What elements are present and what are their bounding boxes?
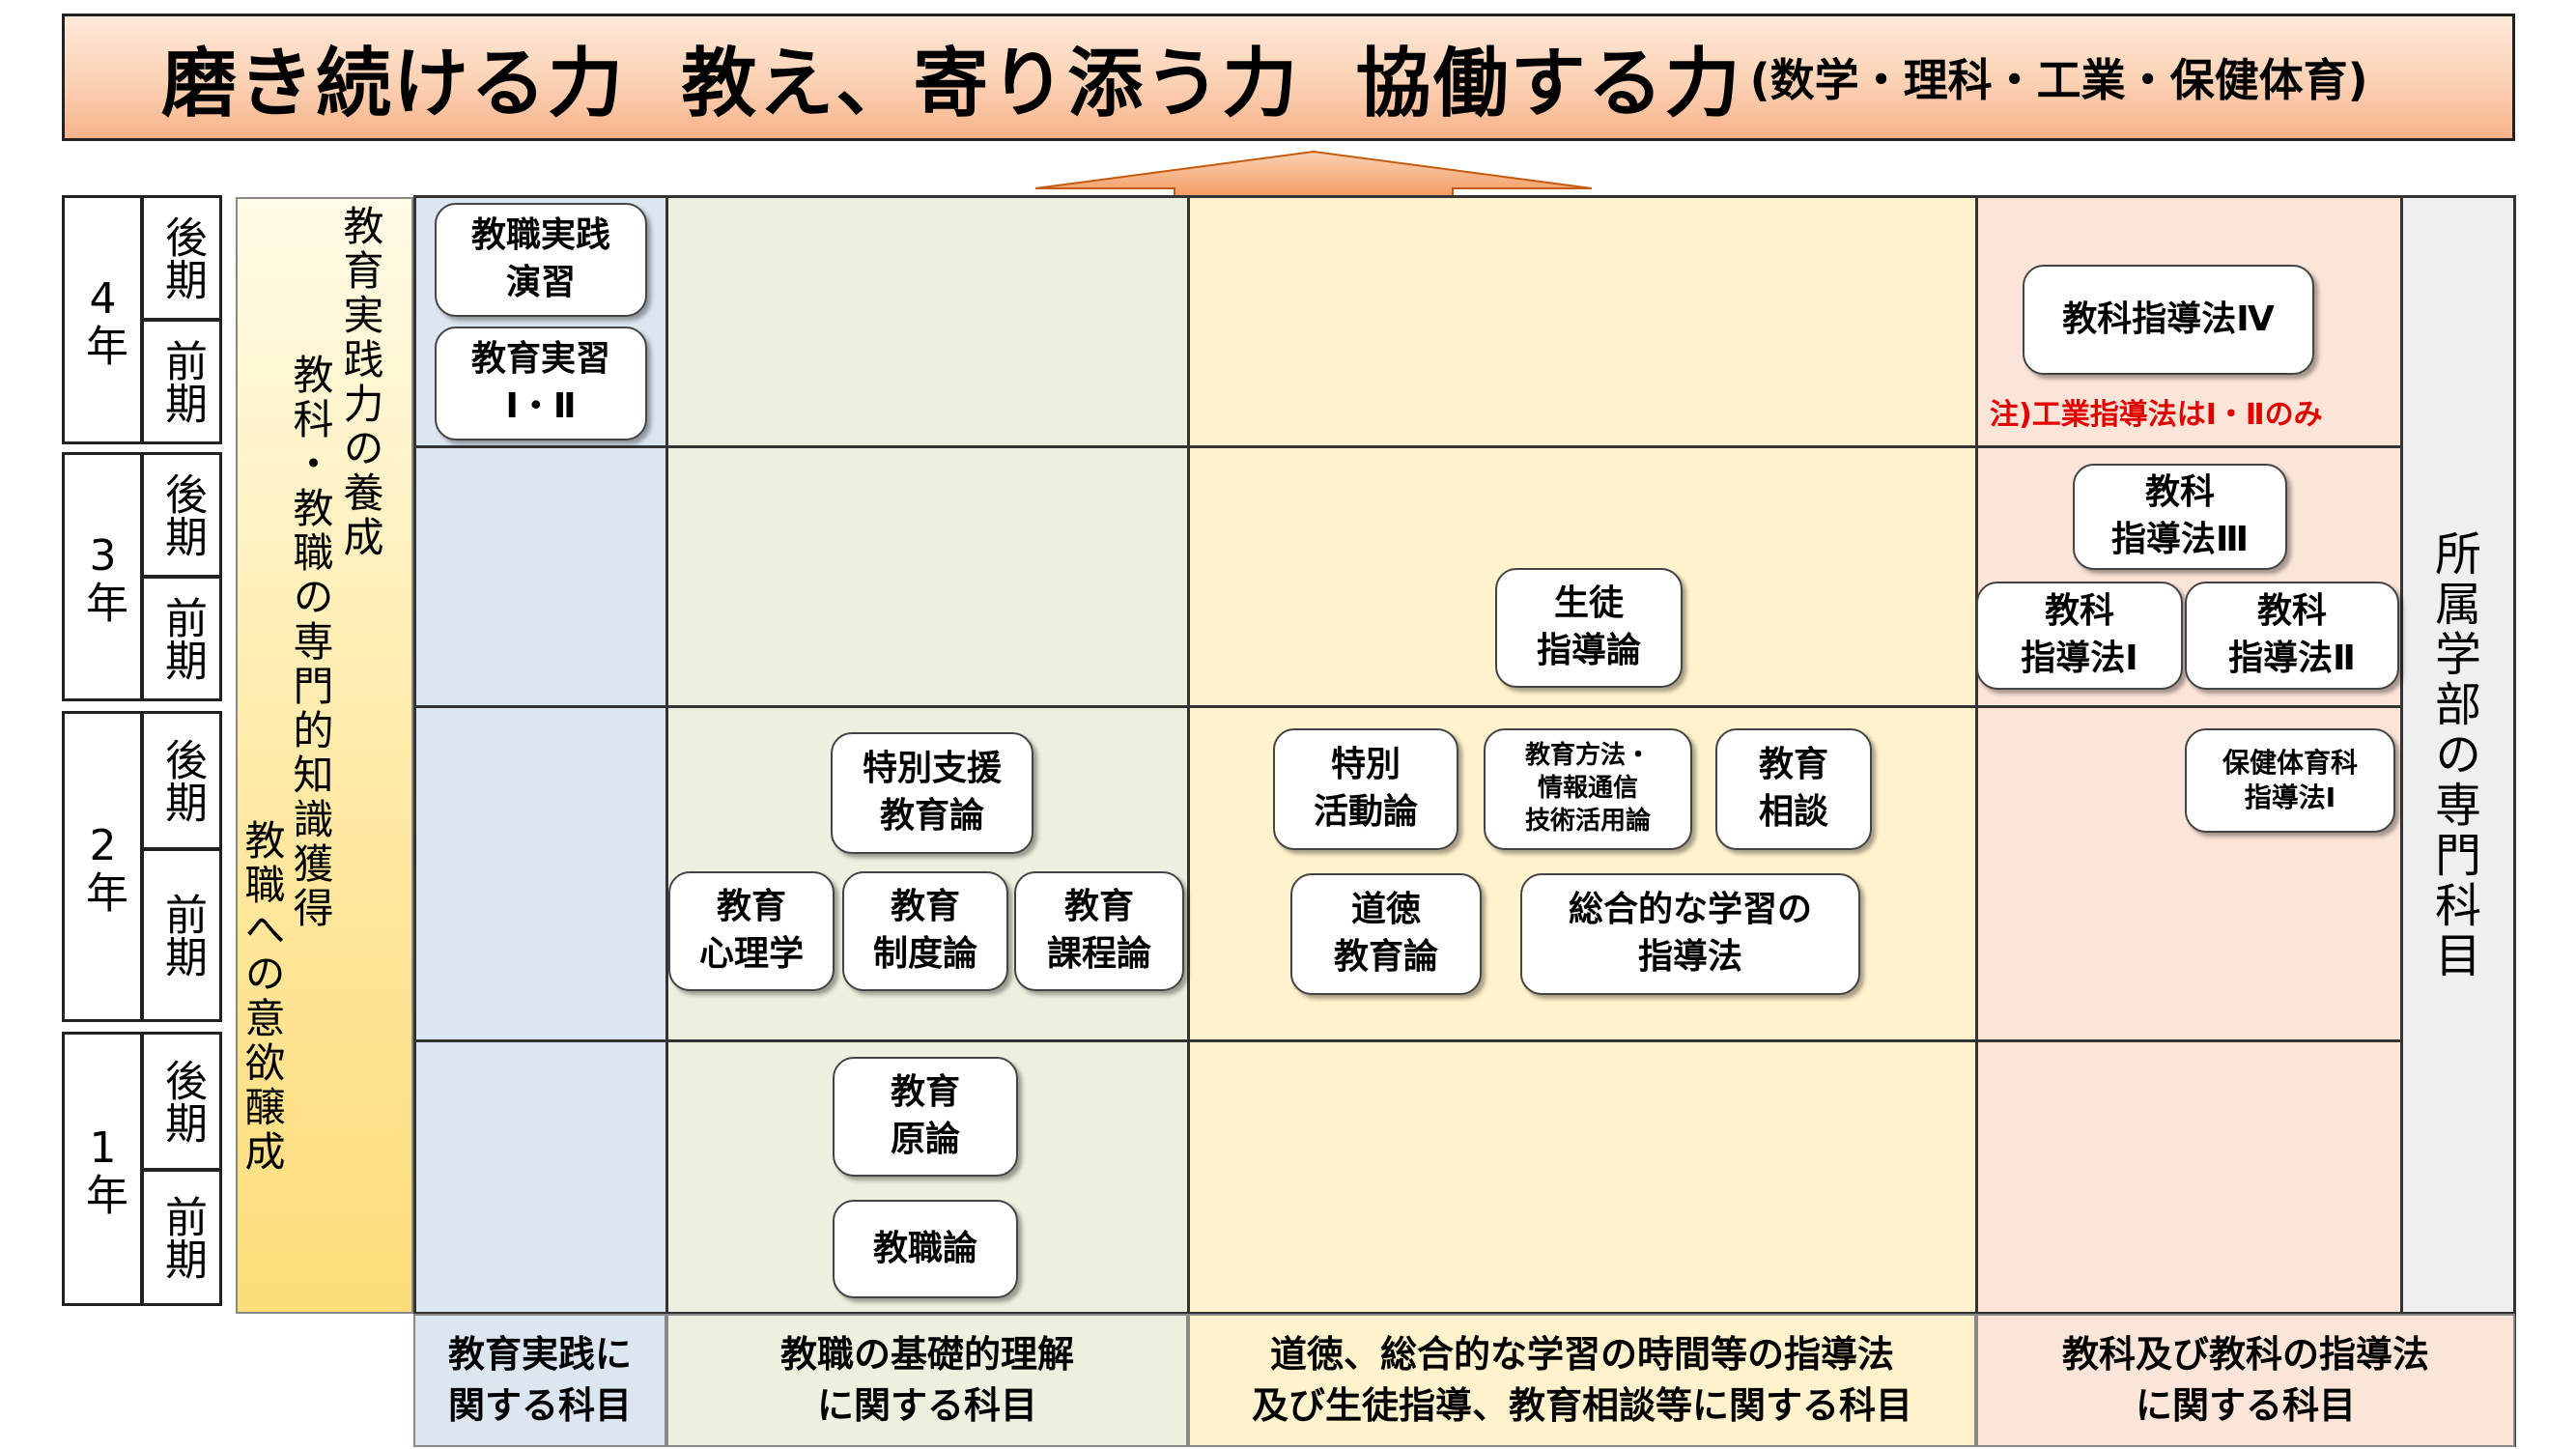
year-3-early: 前期: [141, 576, 222, 701]
grid-line: [1187, 195, 1190, 1314]
grid-line: [413, 195, 2515, 198]
course-kyoiku-sodan: 教育 相談: [1715, 728, 1872, 850]
year-2-early: 前期: [141, 848, 222, 1022]
course-kyoshokuron: 教職論: [833, 1200, 1018, 1298]
course-kyoka-4: 教科指導法Ⅳ: [2023, 265, 2314, 375]
vertical-text-knowledge: 教科・教職の専門的知識獲得: [287, 354, 334, 931]
course-kyoiku-seidoron: 教育 制度論: [842, 871, 1008, 991]
grid-line: [2400, 195, 2403, 1314]
course-kyoiku-genron: 教育 原論: [833, 1057, 1018, 1177]
course-tokubetsu-shien: 特別支援 教育論: [831, 732, 1033, 854]
year-4-late: 後期: [141, 195, 222, 321]
year-4: 4年: [62, 195, 143, 444]
footer-subject: 教科及び教科の指導法 に関する科目: [1976, 1314, 2515, 1447]
vertical-text-practice: 教育実践力の養成: [337, 205, 384, 560]
year-2-late: 後期: [141, 711, 222, 850]
banner-title: 磨き続ける力 教え、寄り添う力 協働する力: [161, 41, 1742, 128]
grid-line: [1975, 195, 1978, 1314]
column-faculty: [2401, 197, 2515, 1314]
year-1-late: 後期: [141, 1032, 222, 1171]
grid-line: [413, 445, 2401, 448]
year-1-early: 前期: [141, 1169, 222, 1306]
grid-line: [413, 705, 2401, 708]
course-kyoiku-jisshu: 教育実習 Ⅰ・Ⅱ: [435, 327, 647, 440]
footer-foundation: 教職の基礎的理解 に関する科目: [666, 1314, 1188, 1447]
course-sogoteki: 総合的な学習の 指導法: [1520, 873, 1860, 995]
motivation-column: [236, 197, 413, 1314]
grid-line: [2513, 195, 2516, 1447]
year-3-late: 後期: [141, 452, 222, 578]
grid-line: [413, 1039, 2401, 1042]
course-kyoshoku-jissen-enshu: 教職実践 演習: [435, 203, 647, 317]
title-banner: 磨き続ける力 教え、寄り添う力 協働する力 (数学・理科・工業・保健体育): [62, 14, 2515, 141]
footer-practice: 教育実践に 関する科目: [413, 1314, 666, 1447]
course-kyoiku-hoho: 教育方法・ 情報通信 技術活用論: [1484, 728, 1692, 850]
course-kyoiku-kateiron: 教育 課程論: [1014, 871, 1184, 991]
vertical-text-motivation: 教職への意欲醸成: [239, 819, 286, 1175]
grid-line: [665, 195, 668, 1314]
course-kyoka-3: 教科 指導法Ⅲ: [2073, 464, 2287, 570]
year-4-early: 前期: [141, 319, 222, 444]
footer-moral: 道徳、総合的な学習の時間等の指導法 及び生徒指導、教育相談等に関する科目: [1188, 1314, 1976, 1447]
course-hoken-taiiku: 保健体育科 指導法Ⅰ: [2185, 728, 2395, 833]
vertical-text-faculty: 所属学部の専門科目: [2426, 529, 2480, 981]
grid-line: [413, 195, 416, 1447]
course-seito-shido: 生徒 指導論: [1495, 568, 1683, 688]
course-dotoku: 道徳 教育論: [1290, 873, 1482, 995]
banner-subtitle: (数学・理科・工業・保健体育): [1749, 54, 2368, 106]
course-kyoka-2: 教科 指導法Ⅱ: [2185, 582, 2399, 690]
note-industry: 注)工業指導法はⅠ・Ⅱのみ: [1990, 398, 2323, 432]
year-2: 2年: [62, 711, 143, 1022]
grid-line: [413, 1312, 2515, 1315]
year-3: 3年: [62, 452, 143, 701]
course-kyoka-1: 教科 指導法Ⅰ: [1976, 582, 2183, 690]
year-1: 1年: [62, 1032, 143, 1306]
course-tokubetsu-katsudo: 特別 活動論: [1273, 728, 1458, 850]
course-kyoiku-shinrigaku: 教育 心理学: [668, 871, 835, 991]
